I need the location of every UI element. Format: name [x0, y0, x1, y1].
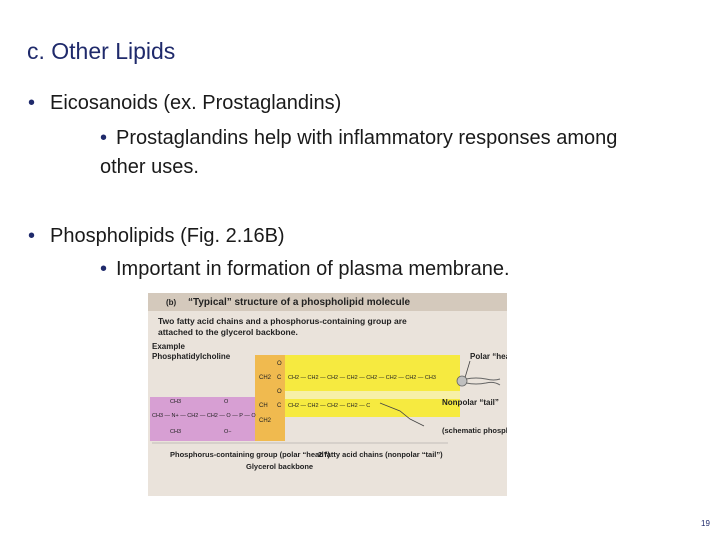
schematic-tail-upper: [465, 377, 501, 381]
caption-glycerol-backbone: Glycerol backbone: [246, 462, 313, 471]
glycerol-ch: CH: [259, 403, 268, 409]
caption-phosphorus-group: Phosphorus-containing group (polar “head…: [170, 450, 330, 459]
ester-oxygen: O: [277, 389, 282, 395]
figure-description: Two fatty acid chains and a phosphorus-c…: [158, 316, 409, 337]
choline-ch3-bottom: CH3: [170, 429, 181, 435]
example-name-line: Phosphatidylcholine: [152, 352, 231, 361]
figure-description-line: Two fatty acid chains and a phosphorus-c…: [158, 316, 407, 326]
bullet-text: Phospholipids (Fig. 2.16B): [50, 225, 285, 247]
sub-bullet-membrane: • Important in formation of plasma membra…: [100, 258, 510, 281]
fatty-acid-chain-top: CH2 — CH2 — CH2 — CH2 — CH2 — CH2 — CH2 …: [288, 375, 436, 381]
ester-oxygen: O: [277, 361, 282, 367]
schematic-label: (schematic phospholipid): [442, 426, 507, 435]
choline-ch3-top: CH3: [170, 399, 181, 405]
choline-phosphate-row: CH3 — N+ — CH2 — CH2 — O — P — O: [152, 413, 256, 419]
glycerol-ch2-top: CH2: [259, 375, 272, 381]
nonpolar-tail-band: [285, 391, 460, 399]
polar-head-label-text: Polar “head”: [470, 352, 507, 361]
bullet-text: Important in formation of plasma membran…: [116, 258, 510, 280]
example-label-line: Example: [152, 342, 185, 351]
kinked-tail-line: [379, 402, 425, 427]
glycerol-backbone-region: [255, 355, 285, 441]
slide-title: c. Other Lipids: [27, 38, 176, 64]
figure-header-bar: [148, 293, 507, 311]
ester-carbon: C: [277, 403, 282, 409]
bullet-eicosanoids: • Eicosanoids (ex. Prostaglandins): [28, 92, 341, 115]
bullet-text: Eicosanoids (ex. Prostaglandins): [50, 92, 342, 114]
phospholipid-figure: (b) “Typical” structure of a phospholipi…: [148, 293, 507, 496]
nonpolar-tail-label: Nonpolar “tail”: [442, 398, 499, 407]
fatty-acid-chain-bottom: CH2 — CH2 — CH2 — CH2 — C: [288, 403, 370, 409]
bullet-marker: •: [28, 92, 36, 114]
bullet-phospholipids: • Phospholipids (Fig. 2.16B): [28, 225, 285, 248]
example-label: Example Phosphatidylcholine: [152, 342, 231, 361]
glycerol-ch2-bottom: CH2: [259, 418, 272, 424]
schematic-polar-head: [456, 375, 468, 387]
page-number: 19: [701, 519, 710, 528]
figure-panel-label: (b): [166, 298, 177, 307]
bullet-marker: •: [100, 127, 108, 149]
caption-fatty-acid-chains: 2 fatty acid chains (nonpolar “tail”): [318, 450, 443, 459]
schematic-tail-lower: [465, 381, 501, 386]
polar-head-label: Polar “head”: [470, 352, 507, 361]
figure-description-line: attached to the glycerol backbone.: [158, 327, 298, 337]
phosphorus-group-region: [150, 397, 255, 441]
bullet-marker: •: [28, 225, 36, 247]
ester-carbon: C: [277, 375, 282, 381]
figure-heading: “Typical” structure of a phospholipid mo…: [188, 297, 411, 308]
bullet-marker: •: [100, 258, 108, 280]
fatty-acid-chains-region: [285, 355, 460, 417]
sub-bullet-prostaglandins: •Prostaglandins help with inflammatory r…: [100, 124, 660, 182]
phosphate-oxygen-top: O: [224, 399, 229, 405]
phosphate-oxygen-bottom: O−: [224, 429, 232, 435]
bullet-text: Prostaglandins help with inflammatory re…: [100, 127, 618, 178]
